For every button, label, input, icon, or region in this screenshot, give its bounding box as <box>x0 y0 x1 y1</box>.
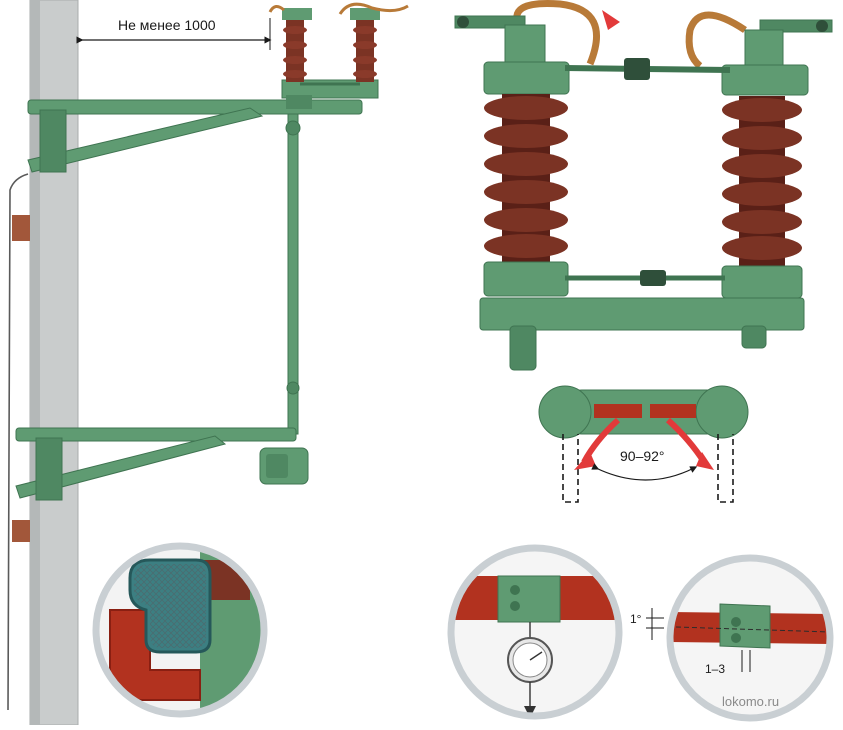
insulator-right <box>722 96 802 266</box>
detail-lens-contact <box>92 542 268 718</box>
pole-assembly <box>7 0 409 726</box>
insulator-left <box>484 94 568 264</box>
disconnector-detail <box>454 0 833 371</box>
angle-label: 90–92° <box>620 448 665 464</box>
small-insulator-1 <box>283 20 307 82</box>
small-insulator-2 <box>353 20 377 82</box>
gap-label: 1–3 <box>705 662 726 676</box>
red-arrow-icon <box>602 10 620 30</box>
angle-diagram <box>538 385 749 503</box>
watermark: lokomo.ru <box>722 694 780 709</box>
detail-lens-tilt <box>646 554 834 722</box>
detail-lens-gauge <box>447 544 623 720</box>
distance-label: Не менее 1000 <box>118 17 216 33</box>
tilt-label: 1° <box>630 612 642 626</box>
